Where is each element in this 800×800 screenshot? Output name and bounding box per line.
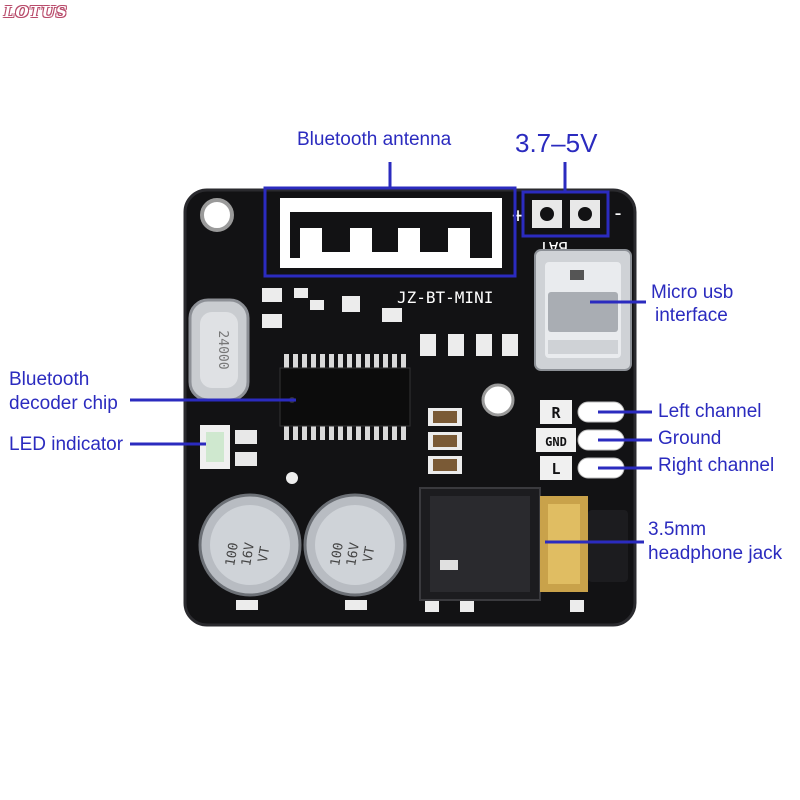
label-jack-line1: 3.5mm bbox=[648, 519, 707, 540]
chip-pin bbox=[347, 426, 352, 440]
chip-pin bbox=[293, 354, 298, 368]
chip-pin bbox=[374, 426, 379, 440]
chip-pin bbox=[311, 426, 316, 440]
chip-pin bbox=[347, 354, 352, 368]
chip-pin bbox=[374, 354, 379, 368]
headphone-jack bbox=[419, 487, 628, 601]
chip-pin bbox=[320, 426, 325, 440]
label-voltage: 3.7–5V bbox=[515, 128, 598, 158]
crystal: 24000 bbox=[188, 298, 250, 402]
decoder-chip bbox=[279, 354, 411, 440]
svg-text:16V: 16V bbox=[344, 541, 363, 567]
label-decoder-line2: decoder chip bbox=[9, 393, 118, 414]
led bbox=[200, 425, 257, 469]
svg-text:VT: VT bbox=[256, 545, 274, 563]
micro-usb-port bbox=[534, 249, 632, 371]
model-marking: JZ-BT-MINI bbox=[397, 288, 493, 307]
minus-sign: - bbox=[612, 201, 624, 225]
pad-r: R bbox=[551, 404, 561, 422]
svg-text:100: 100 bbox=[223, 542, 242, 568]
svg-text:100: 100 bbox=[328, 542, 347, 568]
center-hole bbox=[481, 383, 515, 417]
label-micro-usb-line1: Micro usb bbox=[651, 282, 734, 303]
chip-pin bbox=[365, 354, 370, 368]
chip-pin bbox=[365, 426, 370, 440]
label-bluetooth-antenna: Bluetooth antenna bbox=[297, 129, 452, 150]
chip-pin bbox=[383, 354, 388, 368]
label-micro-usb-line2: interface bbox=[655, 305, 728, 326]
capacitor-2: 100 16V VT bbox=[303, 493, 407, 597]
label-right-channel: Right channel bbox=[658, 455, 775, 476]
chip-pin bbox=[401, 426, 406, 440]
chip-pin bbox=[338, 426, 343, 440]
label-ground: Ground bbox=[658, 428, 722, 449]
pad-gnd: GND bbox=[545, 435, 567, 449]
label-left-channel: Left channel bbox=[658, 401, 762, 422]
chip-pin bbox=[338, 354, 343, 368]
chip-pin bbox=[293, 426, 298, 440]
chip-pin bbox=[392, 426, 397, 440]
chip-pin bbox=[311, 354, 316, 368]
antenna-trace bbox=[280, 198, 502, 268]
label-led-indicator: LED indicator bbox=[9, 434, 124, 455]
label-jack-line2: headphone jack bbox=[648, 543, 783, 564]
chip-pin bbox=[392, 354, 397, 368]
mounting-hole bbox=[200, 198, 234, 232]
chip-pin bbox=[302, 354, 307, 368]
chip-pin bbox=[320, 354, 325, 368]
chip-pin bbox=[284, 354, 289, 368]
svg-text:16V: 16V bbox=[239, 541, 258, 567]
chip-pin bbox=[302, 426, 307, 440]
chip-pin bbox=[401, 354, 406, 368]
chip-pin bbox=[356, 426, 361, 440]
svg-text:VT: VT bbox=[361, 545, 379, 563]
chip-pin bbox=[284, 426, 289, 440]
chip-pin bbox=[356, 354, 361, 368]
svg-text:24000: 24000 bbox=[215, 330, 230, 369]
lotus-watermark: LOTUS bbox=[4, 3, 68, 21]
annotation-lines bbox=[130, 162, 652, 544]
chip-pin bbox=[329, 426, 334, 440]
chip-pin bbox=[383, 426, 388, 440]
capacitor-1: 100 16V VT bbox=[198, 493, 302, 597]
chip-pin bbox=[329, 354, 334, 368]
label-decoder-line1: Bluetooth bbox=[9, 369, 90, 390]
pad-l: L bbox=[551, 460, 560, 478]
